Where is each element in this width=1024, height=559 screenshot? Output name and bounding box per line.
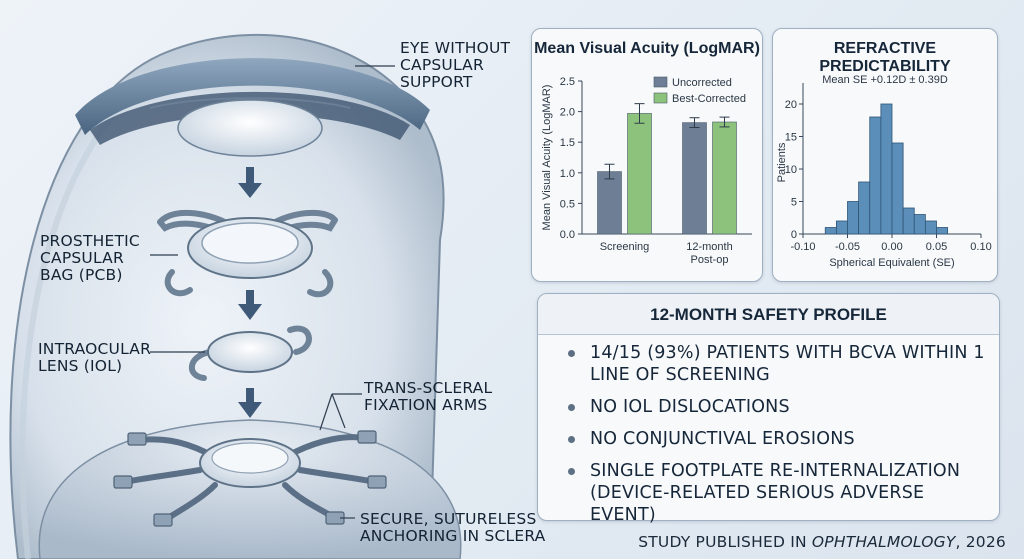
safety-title-bar — [538, 294, 999, 335]
histogram-bar — [936, 227, 949, 235]
x-tick-label: -0.05 — [835, 241, 860, 253]
histogram-chart: Mean SE +0.12D ± 0.39D 0 5 10 15 20 -0.10 -0.05… — [776, 74, 992, 269]
down-arrow-icon — [238, 290, 262, 320]
y-tick-label: 2.5 — [560, 76, 575, 88]
label-iol: INTRAOCULAR LENS (IOL) — [38, 340, 152, 375]
x-tick-label: Post-op — [691, 254, 729, 266]
x-tick-label: Screening — [600, 241, 650, 253]
histogram-bar — [824, 227, 837, 235]
histogram-bar — [902, 207, 915, 235]
histogram-bar — [858, 181, 871, 235]
lower-globe — [38, 419, 462, 559]
x-axis-label: Spherical Equivalent (SE) — [829, 257, 954, 269]
bar-uncorrected — [682, 122, 707, 235]
cornea — [75, 58, 430, 136]
y-tick-label: 0 — [791, 229, 797, 241]
down-arrow-icon — [238, 167, 262, 198]
safety-list: 14/15 (93%) PATIENTS WITH BCVA WITHIN 1 … — [568, 342, 987, 536]
safety-item: SINGLE FOOTPLATE RE-INTERNALIZATION (DEV… — [568, 460, 987, 526]
refractive-panel: REFRACTIVE PREDICTABILITY Mean SE +0.12D… — [772, 28, 998, 282]
safety-panel-title: 12-MONTH SAFETY PROFILE — [650, 305, 887, 324]
journal-name: OPHTHALMOLOGY — [811, 533, 956, 551]
bar-uncorrected — [597, 171, 622, 235]
histogram-bar — [891, 142, 904, 235]
y-tick-label: 10 — [785, 164, 797, 176]
x-tick-label: 0.05 — [926, 241, 947, 253]
y-tick-label: 0.0 — [560, 229, 575, 241]
iol-illustration — [189, 325, 312, 381]
safety-item: NO IOL DISLOCATIONS — [568, 396, 987, 418]
y-tick-label: 1.0 — [560, 168, 575, 180]
histogram-annotation: Mean SE +0.12D ± 0.39D — [822, 74, 948, 86]
leader-lines — [150, 65, 395, 519]
acuity-panel: Mean Visual Acuity (LogMAR) 0.0 0.5 1.0 1.5… — [531, 28, 763, 282]
label-eye: EYE WITHOUT CAPSULAR SUPPORT — [400, 39, 511, 91]
bar-best-corrected — [712, 121, 737, 235]
refractive-panel-title: REFRACTIVE PREDICTABILITY — [819, 40, 951, 75]
y-tick-label: 15 — [785, 132, 797, 144]
acuity-panel-title: Mean Visual Acuity (LogMAR) — [534, 40, 760, 57]
label-pcb: PROSTHETIC CAPSULAR BAG (PCB) — [40, 232, 140, 284]
down-arrow-icon — [238, 388, 262, 418]
x-tick-label: 12-month — [686, 241, 732, 253]
legend-label: Uncorrected — [672, 77, 732, 89]
y-tick-label: 20 — [785, 99, 797, 111]
histogram-bar — [880, 103, 893, 235]
x-tick-label: 0.00 — [881, 241, 902, 253]
legend-swatch — [653, 92, 668, 104]
eye-diagram — [9, 33, 462, 559]
histogram-bar — [869, 116, 882, 235]
bar-best-corrected — [627, 113, 652, 235]
legend-label: Best-Corrected — [672, 93, 746, 105]
histogram-bar — [835, 220, 848, 235]
histogram-bar — [913, 214, 926, 235]
y-axis-label: Patients — [776, 142, 788, 182]
legend-swatch — [653, 76, 668, 88]
histogram-bar — [924, 220, 937, 235]
study-footnote: STUDY PUBLISHED IN OPHTHALMOLOGY, 2026 — [638, 533, 1006, 551]
label-arms: TRANS-SCLERAL FIXATION ARMS — [364, 379, 493, 414]
histogram-bar — [847, 201, 860, 235]
y-tick-label: 1.5 — [560, 137, 575, 149]
y-tick-label: 0.5 — [560, 198, 575, 210]
x-tick-label: -0.10 — [790, 241, 815, 253]
top-lens — [177, 99, 323, 157]
y-tick-label: 5 — [791, 197, 797, 209]
label-anchor: SECURE, SUTURELESS ANCHORING IN SCLERA — [360, 510, 546, 545]
safety-item: 14/15 (93%) PATIENTS WITH BCVA WITHIN 1 … — [568, 342, 987, 386]
safety-panel: 12-MONTH SAFETY PROFILE 14/15 (93%) PATI… — [537, 293, 1000, 525]
safety-item: NO CONJUNCTIVAL EROSIONS — [568, 428, 987, 450]
eye-globe — [9, 33, 445, 559]
pcb-illustration — [157, 209, 338, 298]
y-axis-label: Mean Visual Acuity (LogMAR) — [541, 85, 553, 231]
y-tick-label: 2.0 — [560, 107, 575, 119]
x-tick-label: 0.10 — [970, 241, 991, 253]
